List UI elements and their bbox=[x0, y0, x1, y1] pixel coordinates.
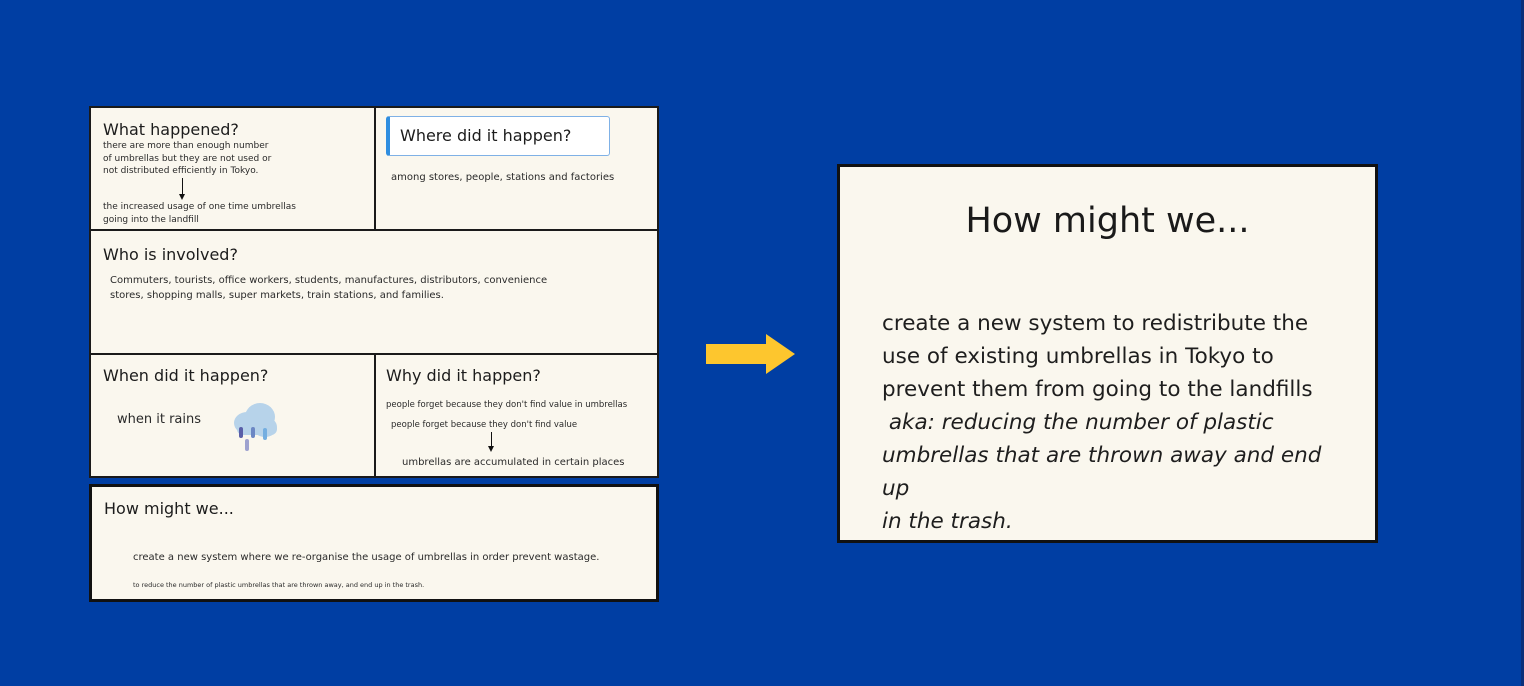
when-happened-heading: When did it happen? bbox=[103, 366, 269, 385]
hmw-detail-line-1: create a new system to redistribute the bbox=[882, 311, 1309, 336]
why-happened-card[interactable]: Why did it happen? people forget because… bbox=[376, 355, 657, 476]
what-happened-result-2: going into the landfill bbox=[103, 214, 199, 225]
what-happened-heading: What happened? bbox=[103, 120, 239, 139]
where-heading-box[interactable]: Where did it happen? bbox=[386, 116, 610, 156]
rain-cloud-icon bbox=[234, 403, 277, 451]
when-happened-body: when it rains bbox=[117, 412, 202, 427]
why-happened-line-2: people forget because they don't find va… bbox=[391, 420, 578, 430]
why-happened-result: umbrellas are accumulated in certain pla… bbox=[402, 457, 625, 468]
where-happened-body: among stores, people, stations and facto… bbox=[391, 172, 615, 183]
who-involved-line-2: stores, shopping malls, super markets, t… bbox=[110, 290, 444, 301]
hmw-summary-line-2: to reduce the number of plastic umbrella… bbox=[133, 581, 425, 589]
why-happened-heading: Why did it happen? bbox=[386, 366, 541, 385]
hmw-detail-title: How might we... bbox=[965, 201, 1250, 241]
what-happened-line-2: of umbrellas but they are not used or bbox=[103, 153, 272, 164]
who-involved-line-1: Commuters, tourists, office workers, stu… bbox=[110, 275, 548, 286]
hmw-detail-line-3: prevent them from going to the landfills bbox=[882, 377, 1313, 402]
down-arrow-icon bbox=[488, 432, 494, 452]
what-happened-line-1: there are more than enough number bbox=[103, 141, 269, 151]
where-happened-card[interactable]: Where did it happen? among stores, peopl… bbox=[376, 108, 657, 229]
hmw-detail-italic-2: umbrellas that are thrown away and end u… bbox=[882, 443, 1322, 501]
hmw-detail-italic-3: in the trash. bbox=[882, 509, 1013, 534]
hmw-detail-body: create a new system to redistribute the … bbox=[882, 307, 1352, 538]
when-happened-card[interactable]: When did it happen? when it rains bbox=[91, 355, 374, 476]
hmw-summary-heading: How might we... bbox=[104, 499, 234, 518]
hmw-detail-card[interactable]: How might we... create a new system to r… bbox=[837, 164, 1378, 543]
problem-board: What happened? there are more than enoug… bbox=[89, 106, 659, 478]
canvas-edge-divider bbox=[1521, 0, 1524, 686]
what-happened-card[interactable]: What happened? there are more than enoug… bbox=[91, 108, 374, 229]
hmw-summary-card[interactable]: How might we... create a new system wher… bbox=[89, 484, 659, 602]
right-arrow-icon bbox=[706, 334, 795, 374]
where-happened-heading: Where did it happen? bbox=[400, 126, 572, 145]
what-happened-line-3: not distributed efficiently in Tokyo. bbox=[103, 166, 259, 176]
hmw-detail-italic-1: aka: reducing the number of plastic bbox=[882, 410, 1274, 435]
who-involved-card[interactable]: Who is involved? Commuters, tourists, of… bbox=[91, 231, 657, 353]
hmw-summary-line-1: create a new system where we re-organise… bbox=[133, 552, 600, 563]
what-happened-result-1: the increased usage of one time umbrella… bbox=[103, 202, 296, 212]
who-involved-heading: Who is involved? bbox=[103, 245, 238, 264]
hmw-detail-line-2: use of existing umbrellas in Tokyo to bbox=[882, 344, 1274, 369]
why-happened-line-1: people forget because they don't find va… bbox=[386, 400, 628, 410]
down-arrow-icon bbox=[179, 178, 185, 200]
